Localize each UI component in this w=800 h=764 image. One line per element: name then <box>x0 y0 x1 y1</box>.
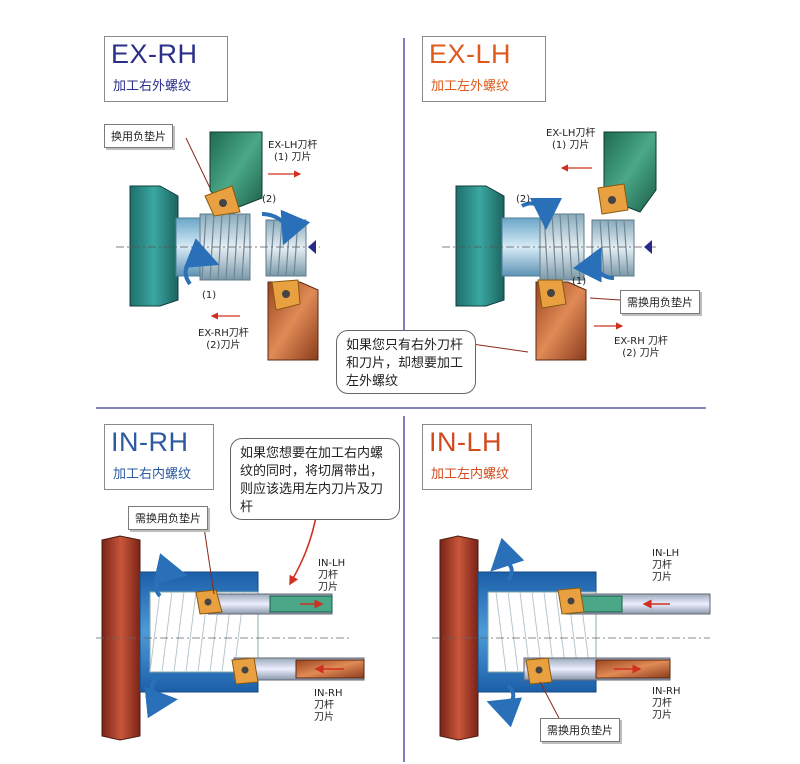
in-lh-subtitle: 加工左内螺纹 <box>431 467 510 482</box>
ex-rh-chuck <box>129 185 179 307</box>
in-lh-top-label-line3: 刀片 <box>652 572 672 583</box>
ex-rh-bottom-label: EX-RH刀杆 (2)刀片 <box>198 328 249 352</box>
ex-rh-top-label: EX-LH刀杆 (1) 刀片 <box>268 140 317 164</box>
in-lh-shim-note: 需换用负垫片 <box>540 718 620 742</box>
ex-rh-shim-note: 换用负垫片 <box>104 124 173 148</box>
in-lh-title: IN-LH <box>429 427 503 457</box>
ex-rh-bottom-label-line2: (2)刀片 <box>206 340 241 351</box>
ex-lh-bottom-label: EX-RH 刀杆 (2) 刀片 <box>614 336 668 360</box>
ex-lh-illustration <box>442 131 657 361</box>
ex-lh-marker-2: (2) <box>516 194 531 205</box>
in-lh-bottom-label-line3: 刀片 <box>652 710 672 721</box>
ex-lh-title: EX-LH <box>429 39 512 69</box>
ex-lh-chuck <box>455 185 505 307</box>
in-rh-top-label-line2: 刀杆 <box>318 570 338 581</box>
in-rh-bottom-label-line3: 刀片 <box>314 712 334 723</box>
in-lh-bottom-label-line2: 刀杆 <box>652 698 672 709</box>
in-lh-top-label: IN-LH 刀杆 刀片 <box>652 548 679 584</box>
ex-lh-top-label: EX-LH刀杆 (1) 刀片 <box>546 128 595 152</box>
ex-rh-subtitle: 加工右外螺纹 <box>113 79 192 94</box>
ex-rh-title: EX-RH <box>111 39 198 69</box>
in-lh-bottom-label: IN-RH 刀杆 刀片 <box>652 686 681 722</box>
in-rh-chuck <box>101 535 141 741</box>
ex-lh-subtitle: 加工左外螺纹 <box>431 79 510 94</box>
in-rh-bottom-label: IN-RH 刀杆 刀片 <box>314 688 343 724</box>
ex-lh-bottom-label-line2: (2) 刀片 <box>622 348 660 359</box>
ex-rh-illustration <box>116 131 320 361</box>
in-rh-title-box: IN-RH 加工右内螺纹 <box>104 424 214 490</box>
ex-lh-title-box: EX-LH 加工左外螺纹 <box>422 36 546 102</box>
in-rh-top-label-line3: 刀片 <box>318 582 338 593</box>
in-lh-top-label-line2: 刀杆 <box>652 560 672 571</box>
in-rh-shim-note: 需换用负垫片 <box>128 506 208 530</box>
middle-speech-bubble: 如果您只有右外刀杆和刀片，却想要加工左外螺纹 <box>336 330 476 394</box>
ex-rh-top-label-line2: (1) 刀片 <box>274 152 312 163</box>
in-lh-bottom-label-line1: IN-RH <box>652 686 681 697</box>
in-rh-title: IN-RH <box>111 427 189 457</box>
in-lh-illustration <box>432 535 711 741</box>
in-rh-bottom-label-line2: 刀杆 <box>314 700 334 711</box>
ex-lh-shim-note: 需换用负垫片 <box>620 290 700 314</box>
in-lh-title-box: IN-LH 加工左内螺纹 <box>422 424 532 490</box>
in-rh-top-label-line1: IN-LH <box>318 558 346 569</box>
ex-rh-title-box: EX-RH 加工右外螺纹 <box>104 36 228 102</box>
ex-rh-marker-1: (1) <box>202 290 217 301</box>
in-rh-top-label: IN-LH 刀杆 刀片 <box>318 558 345 594</box>
in-lh-top-label-line1: IN-LH <box>652 548 680 559</box>
in-rh-subtitle: 加工右内螺纹 <box>113 467 192 482</box>
ex-rh-top-label-line1: EX-LH刀杆 <box>268 140 318 151</box>
ex-rh-marker-2: (2) <box>262 194 277 205</box>
ex-lh-marker-1: (1) <box>572 276 587 287</box>
ex-lh-top-label-line2: (1) 刀片 <box>552 140 590 151</box>
in-rh-bottom-label-line1: IN-RH <box>314 688 343 699</box>
ex-rh-bottom-label-line1: EX-RH刀杆 <box>198 328 249 339</box>
ex-lh-top-label-line1: EX-LH刀杆 <box>546 128 596 139</box>
in-rh-illustration <box>96 505 365 741</box>
in-rh-speech-bubble: 如果您想要在加工右内螺纹的同时，将切屑带出，则应该选用左内刀片及刀杆 <box>230 438 400 520</box>
ex-lh-bottom-label-line1: EX-RH 刀杆 <box>614 336 668 347</box>
